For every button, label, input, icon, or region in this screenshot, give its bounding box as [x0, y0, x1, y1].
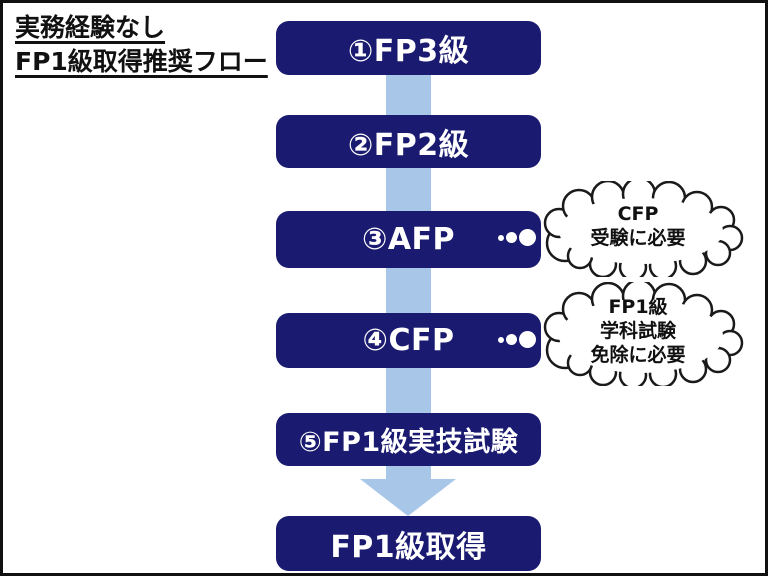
- flow-step-cfp: ④CFP: [276, 313, 541, 368]
- flow-step-fp1-practical: ⑤FP1級実技試験: [276, 413, 541, 466]
- page-title: 実務経験なし FP1級取得推奨フロー: [15, 11, 268, 79]
- cloud-line: CFP: [617, 203, 659, 226]
- flow-arrow-head: [360, 479, 456, 516]
- cloud-line: 受験に必要: [590, 227, 686, 249]
- thought-dot-small: [498, 337, 504, 343]
- flow-final-label: FP1級取得: [330, 529, 487, 565]
- cloud-icon: [543, 181, 744, 277]
- thought-cloud-fp1-exemption: FP1級 学科試験 免除に必要: [531, 282, 745, 386]
- cloud-line: FP1級: [608, 296, 668, 319]
- cloud-line: 免除に必要: [590, 343, 686, 366]
- title-line-1: 実務経験なし: [15, 13, 166, 42]
- flow-step-fp3: ①FP3級: [276, 21, 541, 75]
- cloud-line: 学科試験: [599, 320, 676, 343]
- thought-dot-medium: [506, 232, 517, 243]
- cloud-icon: [543, 282, 744, 386]
- thought-cloud-cfp-exam: CFP 受験に必要: [531, 181, 745, 277]
- flow-step-label: ④CFP: [362, 323, 455, 358]
- flow-step-afp: ③AFP: [276, 211, 541, 268]
- flow-step-label: ①FP3級: [347, 34, 470, 69]
- title-line-2: FP1級取得推奨フロー: [15, 46, 268, 76]
- flow-step-label: ②FP2級: [347, 127, 470, 163]
- cloud-text: CFP 受験に必要: [531, 181, 745, 277]
- flow-final-goal: FP1級取得: [276, 516, 541, 571]
- flow-step-fp2: ②FP2級: [276, 115, 541, 168]
- cloud-text: FP1級 学科試験 免除に必要: [531, 282, 745, 386]
- flow-step-label: ⑤FP1級実技試験: [298, 427, 519, 458]
- thought-dot-large: [519, 331, 536, 348]
- thought-dot-small: [498, 235, 504, 241]
- thought-dot-medium: [506, 334, 517, 345]
- thought-dot-large: [519, 229, 536, 246]
- flow-step-label: ③AFP: [361, 222, 456, 257]
